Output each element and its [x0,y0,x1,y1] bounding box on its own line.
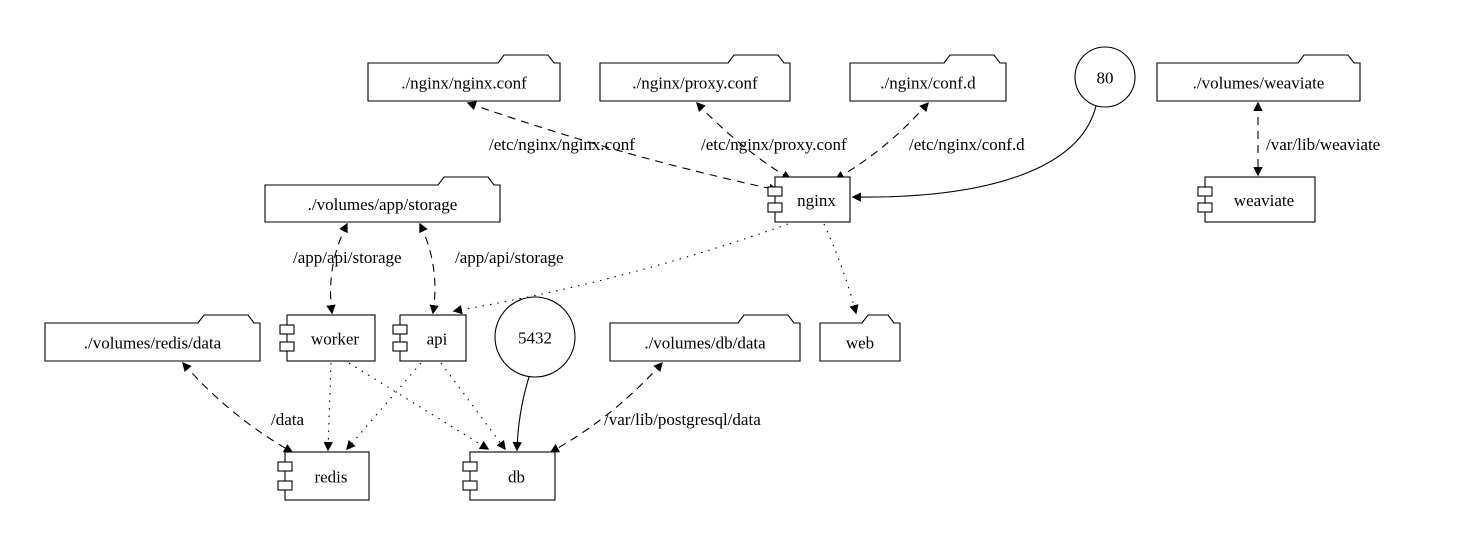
node-label-web: web [846,334,874,353]
edge-label-volumes-weaviate-to-weaviate: /var/lib/weaviate [1266,135,1380,154]
edge-label-volumes-db-data-to-db: /var/lib/postgresql/data [604,410,761,429]
edge-nginx-to-api [452,223,789,315]
node-label-port-5432: 5432 [518,329,552,348]
node-proxy-conf-file: ./nginx/proxy.conf [599,54,791,102]
node-volumes-db-data: ./volumes/db/data [609,314,801,362]
component-tab-icon [279,324,295,335]
edge-worker-to-redis [323,362,333,452]
node-volumes-redis-data: ./volumes/redis/data [44,314,261,362]
edge-api-to-db [440,362,506,451]
edge-label-conf-d-dir-to-nginx: /etc/nginx/conf.d [909,135,1025,154]
edge-label-proxy-conf-file-to-nginx: /etc/nginx/proxy.conf [701,135,847,154]
folder-shape [849,54,1007,102]
node-volumes-app-storage: ./volumes/app/storage [264,176,501,223]
folder-shape [599,54,791,102]
node-nginx: nginx [767,176,851,223]
component-shape [286,314,376,362]
node-label-worker: worker [311,330,359,349]
port-circle-shape [1074,46,1136,108]
node-label-volumes-db-data: ./volumes/db/data [644,334,766,353]
node-redis: redis [277,451,370,501]
node-label-proxy-conf-file: ./nginx/proxy.conf [632,74,758,93]
edge-label-volumes-app-storage-to-worker: /app/api/storage [293,248,402,267]
port-circle-shape [494,296,576,378]
edge-api-to-redis [346,362,422,451]
edge-worker-to-db [348,362,490,450]
node-label-volumes-app-storage: ./volumes/app/storage [308,195,458,214]
node-label-nginx: nginx [797,191,836,210]
edge-proxy-conf-file-to-nginx [696,101,792,180]
component-tab-icon [279,341,295,352]
node-nginx-conf-file: ./nginx/nginx.conf [367,54,561,102]
node-port-80: 80 [1074,46,1136,108]
node-label-conf-d-dir: ./nginx/conf.d [880,74,976,93]
edge-volumes-app-storage-to-worker [326,222,348,315]
edge-port-80-to-nginx [851,105,1097,202]
edge-volumes-redis-data-to-redis [182,361,294,453]
component-tab-icon [1197,202,1213,213]
edge-label-volumes-app-storage-to-api: /app/api/storage [455,248,564,267]
node-port-5432: 5432 [494,296,576,378]
node-layer: ./nginx/nginx.conf ./nginx/proxy.conf ./ng… [44,46,1361,501]
component-shape [399,314,467,362]
folder-shape [1156,54,1361,102]
node-db: db [462,451,556,501]
folder-shape [609,314,801,362]
node-conf-d-dir: ./nginx/conf.d [849,54,1007,102]
component-shape [284,451,370,501]
component-tab-icon [767,202,783,213]
edge-port-5432-to-db [512,376,530,452]
node-label-redis: redis [314,468,347,487]
component-tab-icon [392,324,408,335]
folder-shape [264,176,501,223]
edge-label-layer: /etc/nginx/nginx.conf/etc/nginx/proxy.co… [271,135,1380,429]
node-label-api: api [427,330,448,349]
edge-conf-d-dir-to-nginx [834,101,929,180]
node-weaviate: weaviate [1197,176,1316,223]
folder-shape [819,314,901,362]
node-label-port-80: 80 [1097,69,1114,88]
component-tab-icon [767,186,783,197]
edge-nginx-conf-file-to-nginx [466,101,779,193]
component-tab-icon [462,480,478,491]
node-label-volumes-redis-data: ./volumes/redis/data [84,334,222,353]
component-tab-icon [392,341,408,352]
node-volumes-weaviate: ./volumes/weaviate [1156,54,1361,102]
node-worker: worker [279,314,376,362]
component-shape [1204,176,1316,223]
edge-layer [182,101,1263,453]
component-tab-icon [277,480,293,491]
edge-volumes-db-data-to-db [549,361,663,453]
component-tab-icon [1197,186,1213,197]
node-api: api [392,314,467,362]
node-web: web [819,314,901,362]
edge-label-volumes-redis-data-to-redis: /data [271,410,304,429]
edge-volumes-app-storage-to-api [419,222,439,315]
node-label-nginx-conf-file: ./nginx/nginx.conf [401,74,527,93]
edge-nginx-to-web [823,223,859,315]
edge-label-nginx-conf-file-to-nginx: /etc/nginx/nginx.conf [489,135,635,154]
component-shape [469,451,556,501]
folder-shape [44,314,261,362]
node-label-db: db [508,468,525,487]
node-label-volumes-weaviate: ./volumes/weaviate [1193,74,1325,93]
component-shape [774,176,851,223]
component-tab-icon [462,461,478,472]
component-tab-icon [277,461,293,472]
node-label-weaviate: weaviate [1234,191,1294,210]
folder-shape [367,54,561,102]
